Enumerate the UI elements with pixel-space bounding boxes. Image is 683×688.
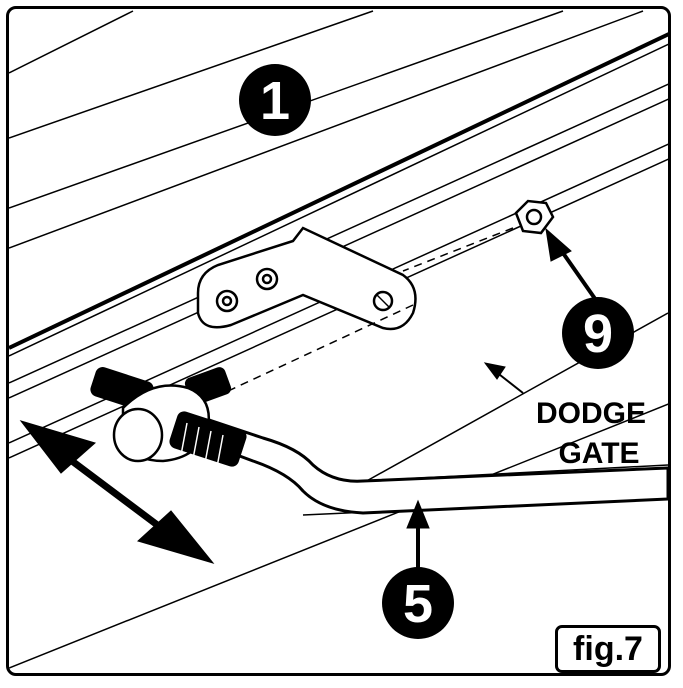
threaded-bolt-assembly	[90, 367, 247, 468]
label-gate: GATE	[558, 437, 639, 470]
hex-nut	[514, 199, 555, 235]
double-arrow	[19, 420, 215, 564]
svg-text:9: 9	[583, 304, 613, 364]
mounting-bracket	[196, 226, 417, 331]
svg-text:1: 1	[260, 71, 290, 131]
diagram-frame: 1 9 5 DODGE GATE	[6, 6, 671, 676]
alignment-dashes	[212, 227, 514, 399]
svg-text:5: 5	[403, 574, 433, 634]
callout-9: 9	[562, 297, 634, 369]
latch-rod	[175, 411, 668, 515]
figure-label: fig.7	[555, 625, 661, 673]
callout-1: 1	[239, 64, 311, 136]
label-dodge: DODGE	[536, 397, 646, 430]
callout-5: 5	[382, 567, 454, 639]
pointer-arrows	[406, 227, 600, 568]
diagram-canvas: 1 9 5 DODGE GATE	[9, 10, 668, 669]
